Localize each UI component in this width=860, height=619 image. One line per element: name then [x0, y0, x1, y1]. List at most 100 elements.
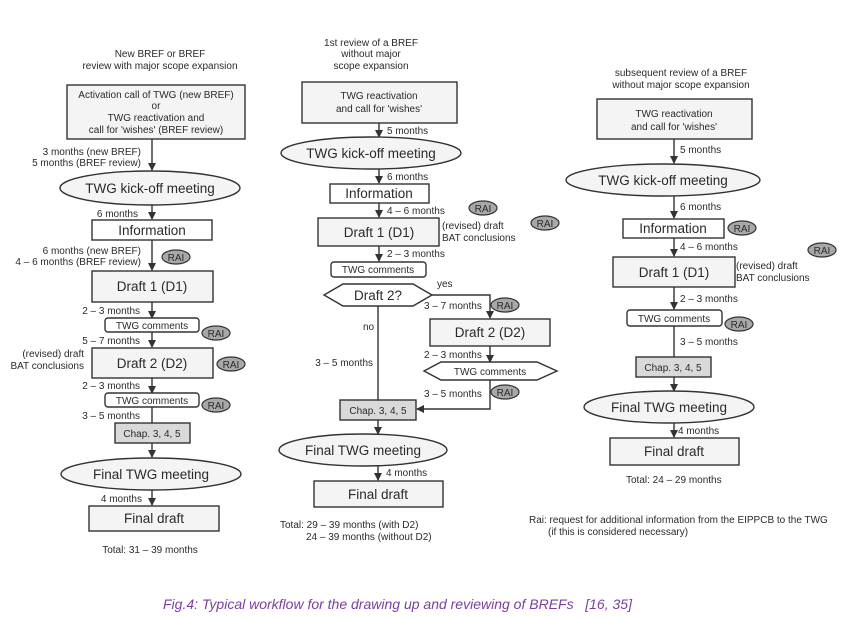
col1-rai-badge-4: [201, 397, 231, 413]
col2-final-draft-label: Final draft: [348, 487, 408, 502]
col2-comments1-label: TWG comments: [342, 265, 414, 276]
col1-draft1-label: Draft 1 (D1): [117, 279, 188, 294]
col2-draft1-label: Draft 1 (D1): [344, 225, 415, 240]
col3-bat-line2: BAT conclusions: [736, 273, 810, 284]
col2-start-line2: and call for 'wishes': [336, 104, 422, 115]
col2-start-line1: TWG reactivation: [340, 91, 417, 102]
col1-dur-d2-comments: 2 – 3 months: [82, 381, 140, 392]
col1-start-line3: TWG reactivation and: [108, 113, 205, 124]
col3-final-draft-label: Final draft: [644, 444, 704, 459]
col2-draft1-box: [317, 217, 440, 247]
col2-title-line3: scope expansion: [333, 61, 408, 72]
col1-final-meeting-oval: [60, 457, 242, 491]
col2-rai-label-4: RAI: [497, 388, 514, 399]
col3-draft1-label: Draft 1 (D1): [639, 265, 710, 280]
col1-final-meeting-label: Final TWG meeting: [93, 467, 209, 482]
col1-rai-badge-3: [216, 356, 246, 372]
col1-title-line1: New BREF or BREF: [115, 49, 206, 60]
figure-caption: Fig.4: Typical workflow for the drawing …: [163, 596, 633, 612]
col1-rai-badge-1: [161, 249, 191, 265]
col2-kickoff-oval: [280, 136, 462, 170]
col2-information-label: Information: [345, 186, 413, 201]
col3-final-meeting-label: Final TWG meeting: [611, 400, 727, 415]
col2-total-line2: 24 – 39 months (without D2): [306, 532, 432, 543]
col2-rai-label-1: RAI: [475, 204, 492, 215]
col1-dur-start-kickoff-1: 3 months (new BREF): [43, 147, 141, 158]
col2-comments2-hexagon: [422, 361, 559, 381]
col1-total: Total: 31 – 39 months: [102, 545, 198, 556]
col1-dur-info-d1-2: 4 – 6 months (BREF review): [15, 257, 141, 268]
col2-arrow-comments-chap: [416, 380, 491, 413]
col1-bat-line1: (revised) draft: [22, 349, 84, 360]
col1-dur-info-d1-1: 6 months (new BREF): [43, 246, 141, 257]
col3-information-label: Information: [639, 221, 707, 236]
col2-rai-label-2: RAI: [537, 219, 554, 230]
col1-chapters-label: Chap. 3, 4, 5: [123, 429, 181, 440]
col1-final-draft-box: [88, 505, 220, 532]
col1-rai-label-4: RAI: [208, 401, 225, 412]
col3-draft1-box: [612, 256, 736, 288]
col1-rai-badge-2: [201, 325, 231, 341]
col1-dur-start-kickoff-2: 5 months (BREF review): [32, 158, 141, 169]
col1-dur-final: 4 months: [101, 494, 142, 505]
col2-dur-kickoff-info: 6 months: [387, 172, 428, 183]
col3-dur-start-kickoff: 5 months: [680, 145, 721, 156]
col3-rai-label-1: RAI: [734, 224, 751, 235]
col2-draft2-box: [429, 318, 551, 347]
col3-final-meeting-oval: [583, 390, 755, 424]
col2-title-line2: without major: [340, 49, 401, 60]
col3-dur-comments-chap: 3 – 5 months: [680, 337, 738, 348]
col1-title-line2: review with major scope expansion: [82, 61, 237, 72]
col1-comments1-label: TWG comments: [116, 321, 188, 332]
col2-rai-badge-1: [468, 200, 498, 216]
legend-line2: (if this is considered necessary): [548, 527, 688, 538]
column-first-review: 1st review of a BREF without major scope…: [278, 38, 560, 543]
col1-start-line2: or: [152, 101, 162, 112]
col1-draft2-label: Draft 2 (D2): [117, 356, 188, 371]
col2-arrow-yes-d2: [432, 294, 494, 319]
col1-kickoff-label: TWG kick-off meeting: [85, 181, 215, 196]
col1-start-box: [66, 84, 246, 140]
col1-start-line4: call for 'wishes' (BREF review): [89, 125, 223, 136]
col3-dur-kickoff-info: 6 months: [680, 202, 721, 213]
col3-start-line1: TWG reactivation: [635, 109, 712, 120]
col3-rai-badge-3: [724, 316, 754, 332]
col2-dur-d2-comments: 2 – 3 months: [424, 350, 482, 361]
col1-bat-line2: BAT conclusions: [10, 361, 84, 372]
col3-dur-d1-comments: 2 – 3 months: [680, 294, 738, 305]
col3-dur-info-d1: 4 – 6 months: [680, 242, 738, 253]
col1-dur-kickoff-info: 6 months: [97, 209, 138, 220]
col3-kickoff-label: TWG kick-off meeting: [598, 173, 728, 188]
col1-comments2-label: TWG comments: [116, 396, 188, 407]
col3-rai-label-3: RAI: [731, 320, 748, 331]
column-new-bref: New BREF or BREF review with major scope…: [10, 49, 246, 556]
col3-final-draft-box: [609, 437, 740, 466]
col1-dur-comments-chap: 3 – 5 months: [82, 411, 140, 422]
col2-rai-badge-4: [490, 384, 520, 400]
col3-start-line2: and call for 'wishes': [631, 122, 717, 133]
col2-bat-line1: (revised) draft: [442, 221, 504, 232]
col1-kickoff-oval: [59, 170, 241, 206]
col3-title-line2: without major scope expansion: [611, 80, 749, 91]
col2-final-meeting-oval: [278, 433, 448, 467]
col1-draft2-box: [91, 347, 214, 379]
col3-title-line1: subsequent review of a BREF: [615, 68, 747, 79]
col2-final-draft-box: [313, 480, 444, 508]
col1-rai-label-2: RAI: [208, 329, 225, 340]
col3-rai-badge-1: [727, 220, 757, 236]
col2-yes-label: yes: [437, 279, 453, 290]
col1-rai-label-1: RAI: [168, 253, 185, 264]
col1-draft1-box: [91, 270, 214, 303]
col2-start-box: [301, 81, 458, 124]
col1-dur-comments-d2: 5 – 7 months: [82, 336, 140, 347]
col2-rai-label-3: RAI: [497, 301, 514, 312]
col2-dur-info-d1: 4 – 6 months: [387, 206, 445, 217]
legend-line1: Rai: request for additional information …: [529, 515, 828, 526]
col2-total-line1: Total: 29 – 39 months (with D2): [280, 520, 418, 531]
col2-draft2-label: Draft 2 (D2): [455, 325, 526, 340]
legend: Rai: request for additional information …: [529, 515, 828, 538]
col2-no-label: no: [363, 322, 375, 333]
col2-comments1-box: [330, 261, 427, 278]
col1-rai-label-3: RAI: [223, 360, 240, 371]
